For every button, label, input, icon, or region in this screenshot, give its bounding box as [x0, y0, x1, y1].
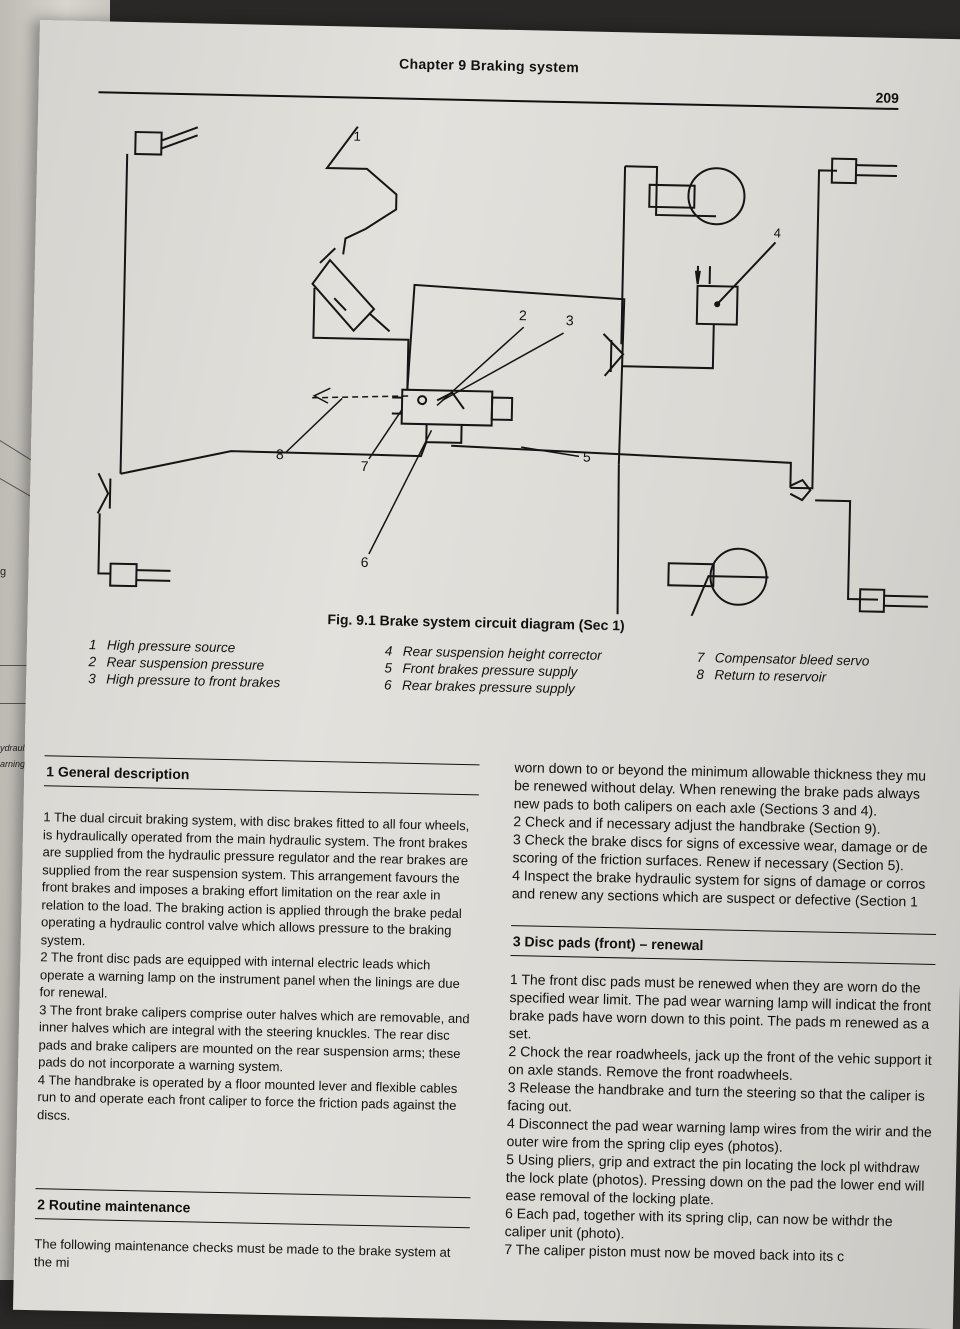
- brake-circuit-diagram: 1 2 3 4 5 6 7 8: [96, 126, 929, 622]
- callout-3: 3: [566, 312, 574, 328]
- paragraph: worn down to or beyond the minimum allow…: [513, 759, 927, 819]
- paragraph: 1 The front disc pads must be renewed wh…: [508, 971, 932, 1042]
- section-rule: [43, 785, 479, 796]
- callout-4: 4: [774, 225, 782, 240]
- page-content: Chapter 9 Braking system 209: [34, 21, 960, 1269]
- paragraph: 4 Inspect the brake hydraulic system for…: [511, 867, 926, 910]
- figure-caption: Fig. 9.1 Brake system circuit diagram (S…: [327, 611, 625, 634]
- leader-lines: [285, 326, 580, 555]
- section-rule: [34, 1218, 470, 1229]
- callout-7: 7: [361, 458, 369, 474]
- callout-6: 6: [361, 554, 369, 570]
- paragraph: 1 The dual circuit braking system, with …: [40, 809, 470, 948]
- rear-suspension-cylinders: [648, 167, 768, 606]
- section3-heading: 3 Disc pads (front) – renewal: [512, 933, 704, 954]
- pressure-regulator: [311, 126, 410, 390]
- rear-left-caliper: [96, 472, 171, 588]
- section2-body: The following maintenance checks must be…: [34, 1235, 470, 1279]
- section-rule: [510, 955, 936, 965]
- height-corrector: [694, 241, 777, 326]
- section3-body: 1 The front disc pads must be renewed wh…: [504, 970, 935, 1267]
- chapter-title: Chapter 9 Braking system: [398, 55, 580, 76]
- section2-heading: 2 Routine maintenance: [37, 1196, 191, 1216]
- divider: [0, 703, 45, 704]
- left-page-text-fragment: g: [0, 566, 7, 578]
- right-column-intro: worn down to or beyond the minimum allow…: [512, 758, 940, 911]
- callout-2: 2: [519, 307, 527, 323]
- hydraulic-lines: [120, 165, 879, 622]
- paragraph: 5 Using pliers, grip and extract the pin…: [505, 1151, 925, 1208]
- section1-heading: 1 General description: [46, 763, 190, 783]
- callout-8: 8: [276, 446, 284, 462]
- paragraph: 2 The front disc pads are equipped with …: [39, 949, 460, 1001]
- page-number: 209: [875, 89, 900, 107]
- book-page: Chapter 9 Braking system 209: [12, 20, 960, 1329]
- paragraph: 3 The front brake calipers comprise oute…: [38, 1001, 470, 1075]
- left-page-text-fragment: arning: [0, 759, 26, 769]
- paragraph: The following maintenance checks must be…: [33, 1236, 451, 1270]
- master-valve: [391, 388, 514, 444]
- callout-5: 5: [583, 448, 591, 464]
- callout-1: 1: [353, 129, 361, 144]
- divider: [0, 665, 45, 666]
- left-page-text-fragment: ydraulic: [0, 743, 32, 753]
- front-left-caliper: [119, 126, 199, 474]
- rear-calipers: [602, 157, 929, 613]
- paragraph: 4 The handbrake is operated by a floor m…: [36, 1071, 458, 1123]
- section1-body: 1 The dual circuit braking system, with …: [37, 808, 479, 1132]
